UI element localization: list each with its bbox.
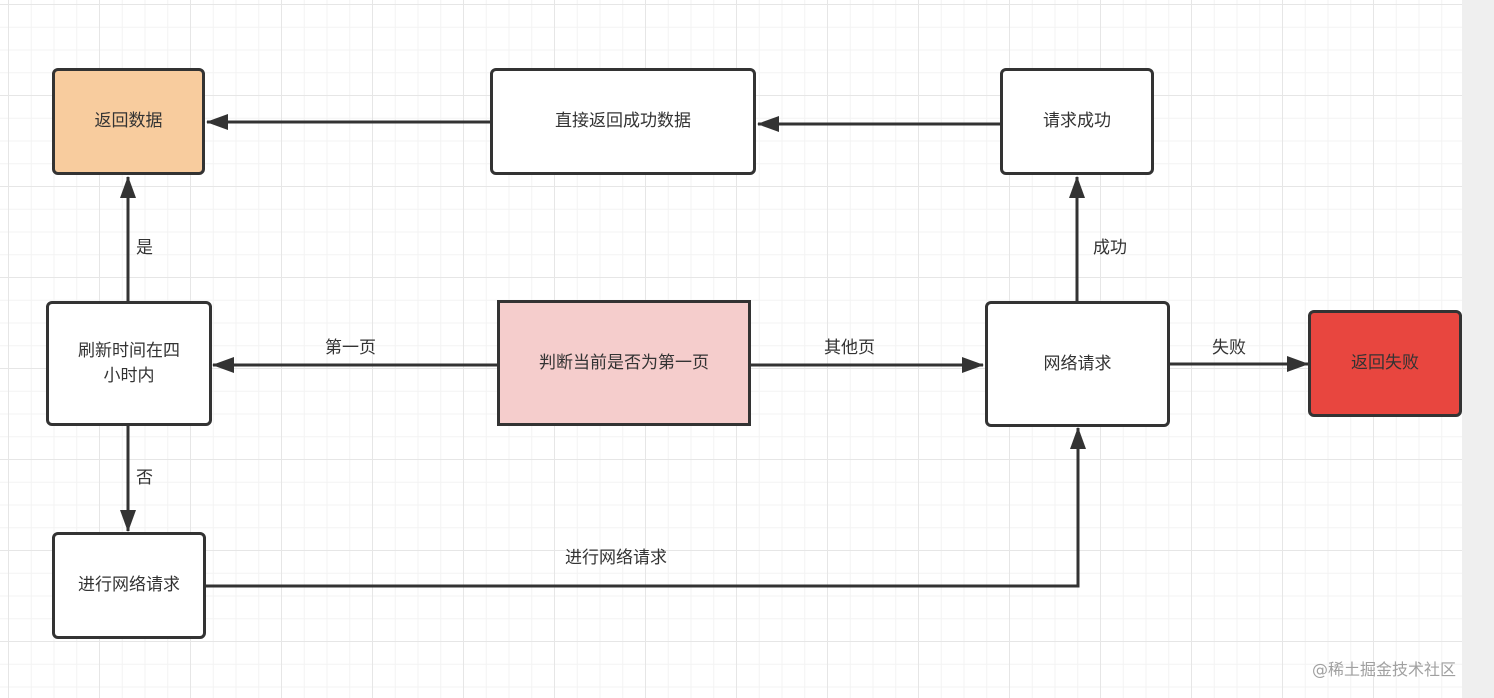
canvas-gutter	[1462, 0, 1494, 698]
edge-do-request-to-network-request	[206, 427, 1086, 588]
watermark: @稀土掘金技术社区	[1312, 660, 1457, 679]
edge-label-do-request: 进行网络请求	[565, 548, 667, 568]
edge-label-yes: 是	[136, 238, 153, 258]
edge-label-other-page: 其他页	[824, 338, 875, 358]
edge-label-success: 成功	[1093, 238, 1127, 258]
node-network-request-text: 网络请求	[1043, 353, 1112, 374]
node-return-failure[interactable]: 返回失败	[1308, 310, 1462, 417]
node-request-success-text: 请求成功	[1043, 111, 1111, 131]
node-return-success-data-text: 直接返回成功数据	[555, 111, 691, 131]
node-refresh-within-4h-text: 刷新时间在四小时内	[78, 340, 180, 386]
node-request-success[interactable]: 请求成功	[1000, 68, 1154, 175]
node-is-first-page[interactable]: 判断当前是否为第一页	[497, 300, 751, 426]
edge-label-no: 否	[136, 468, 153, 488]
node-refresh-within-4h[interactable]: 刷新时间在四小时内	[46, 301, 212, 426]
node-is-first-page-text: 判断当前是否为第一页	[539, 352, 709, 373]
node-return-data[interactable]: 返回数据	[52, 68, 205, 175]
node-return-data-text: 返回数据	[94, 111, 163, 131]
node-return-success-data[interactable]: 直接返回成功数据	[490, 68, 756, 175]
edge-label-failure: 失败	[1212, 338, 1246, 358]
node-return-failure-text: 返回失败	[1351, 353, 1419, 373]
node-network-request[interactable]: 网络请求	[985, 301, 1170, 427]
node-do-network-request-text: 进行网络请求	[78, 575, 180, 595]
edge-label-first-page: 第一页	[325, 338, 376, 358]
node-do-network-request[interactable]: 进行网络请求	[52, 532, 206, 639]
